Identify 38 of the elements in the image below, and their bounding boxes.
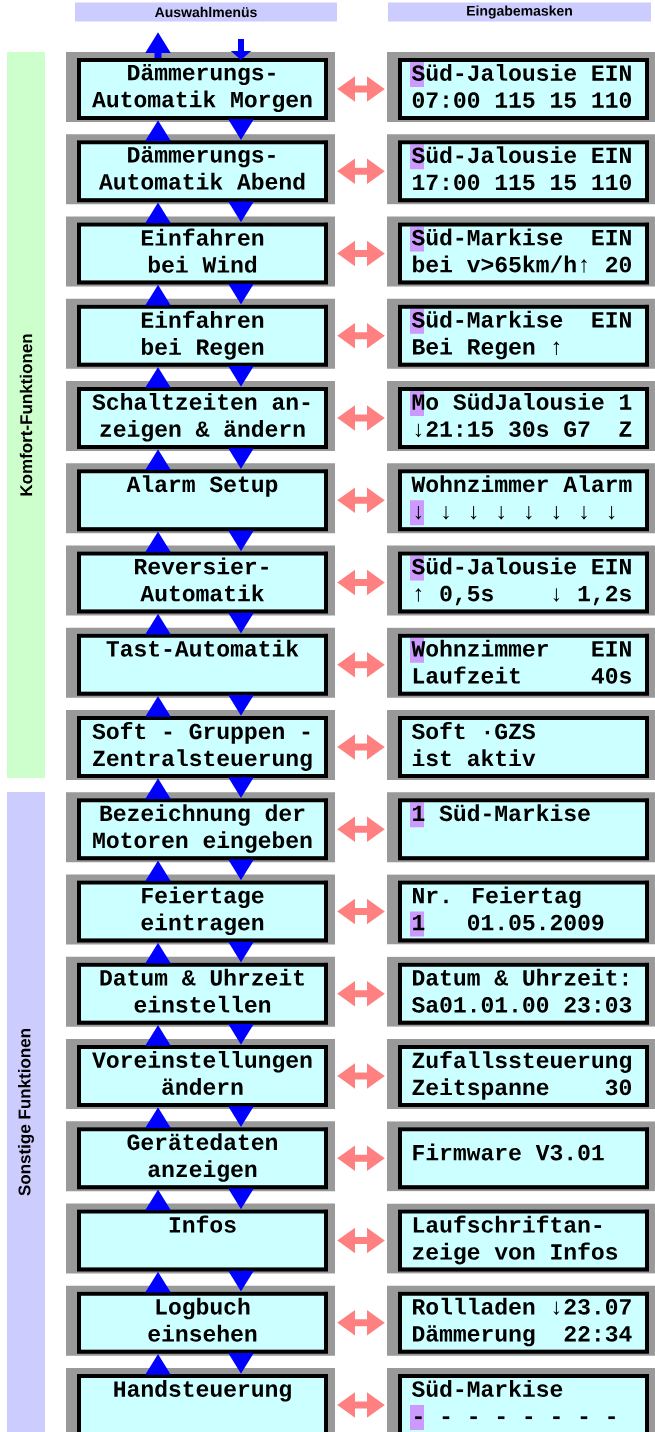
menu-box: Tast-Automatik bbox=[66, 627, 335, 698]
menu-box: Logbuch einsehen bbox=[66, 1285, 335, 1356]
lcd-screen: Nr. Feiertag 1 01.05.2009 bbox=[387, 874, 655, 945]
lcd-screen: Mo SüdJalousie 1 ↓21:15 30s G7 Z bbox=[387, 381, 655, 451]
lcd-screen: Süd-Jalousie EIN 17:00 115 15 110 bbox=[387, 134, 655, 205]
lcd-screen: Süd-Markise EIN bei v>65km/h↑ 20 bbox=[387, 216, 655, 287]
lcd-screen: Rollladen ↓23.07 Dämmerung 22:34 bbox=[387, 1285, 655, 1356]
lcd-screen: Wohnzimmer EIN Laufzeit 40s bbox=[387, 627, 655, 698]
lcd-screen: Wohnzimmer Alarm ↓ ↓ ↓ ↓ ↓ ↓ ↓ ↓ bbox=[387, 463, 655, 534]
lcd-screen: Datum & Uhrzeit: Sa01.01.00 23:03 bbox=[387, 956, 655, 1027]
category-band: Sonstige Funktionen bbox=[7, 792, 45, 1432]
menu-box: Voreinstellungen ändern bbox=[66, 1039, 335, 1109]
menu-box: Datum & Uhrzeit einstellen bbox=[66, 956, 335, 1027]
lcd-screen: Süd-Markise - - - - - - - - bbox=[387, 1368, 655, 1432]
column-header: Eingabemasken bbox=[388, 2, 651, 22]
menu-box: Bezeichnung der Motoren eingeben bbox=[66, 792, 335, 863]
lcd-screen: Süd-Jalousie EIN 07:00 115 15 110 bbox=[387, 52, 655, 122]
category-band: Komfort-Funktionen bbox=[7, 52, 45, 778]
menu-box: Gerätedaten anzeigen bbox=[66, 1121, 335, 1192]
menu-box: Soft - Gruppen - Zentralsteuerung bbox=[66, 710, 335, 780]
lcd-screen: Firmware V3.01 bbox=[387, 1121, 655, 1192]
menu-box: Dämmerungs- Automatik Abend bbox=[66, 134, 335, 205]
menu-box: Alarm Setup bbox=[66, 463, 335, 534]
menu-box: Reversier- Automatik bbox=[66, 545, 335, 616]
menu-box: Schaltzeiten an- zeigen & ändern bbox=[66, 381, 335, 451]
menu-box: Dämmerungs- Automatik Morgen bbox=[66, 52, 335, 122]
lcd-screen: Süd-Jalousie EIN ↑ 0,5s ↓ 1,2s bbox=[387, 545, 655, 616]
menu-box: Einfahren bei Wind bbox=[66, 216, 335, 287]
lcd-screen: 1 Süd-Markise bbox=[387, 792, 655, 863]
menu-box: Infos bbox=[66, 1203, 335, 1274]
lcd-screen: Süd-Markise EIN Bei Regen ↑ bbox=[387, 298, 655, 369]
lcd-screen: Soft ·GZS ist aktiv bbox=[387, 710, 655, 780]
lcd-screen: Zufallssteuerung Zeitspanne 30 bbox=[387, 1039, 655, 1109]
menu-box: Einfahren bei Regen bbox=[66, 298, 335, 369]
column-header: Auswahlmenüs bbox=[75, 2, 337, 22]
menu-box: Feiertage eintragen bbox=[66, 874, 335, 945]
menu-box: Handsteuerung bbox=[66, 1368, 335, 1432]
lcd-screen: Laufschriftan- zeige von Infos bbox=[387, 1203, 655, 1274]
